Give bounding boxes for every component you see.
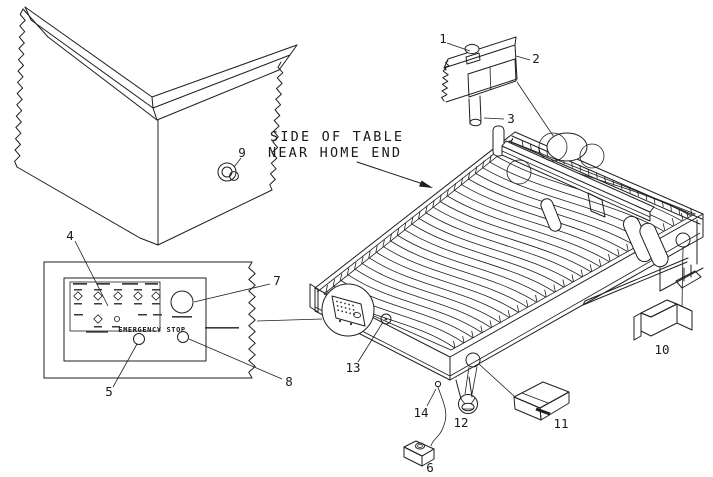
leveling-foot-12 — [458, 394, 478, 414]
table-slat — [489, 161, 665, 232]
note-line-1: SIDE OF TABLE — [270, 129, 404, 145]
note-arrow-head-icon — [419, 180, 433, 188]
table-slat — [383, 246, 528, 308]
emergency-stop-label: EMERGENCY STOP — [118, 326, 185, 334]
front-leg — [455, 376, 473, 400]
cutting-table-drawing — [309, 125, 704, 467]
connector-plate — [331, 295, 366, 327]
connector-pins — [336, 300, 356, 316]
ground-rail-strip — [582, 257, 689, 306]
callout-11-label: 11 — [553, 416, 568, 431]
callout-9-label: 9 — [238, 145, 246, 160]
callout-10-label: 10 — [654, 342, 669, 357]
table-slat — [404, 229, 556, 293]
stop-block-6 — [403, 440, 435, 467]
callout-8-label: 8 — [285, 374, 293, 389]
table-slat — [454, 189, 619, 257]
bracket-10 — [633, 299, 693, 341]
callout-5-label: 5 — [105, 384, 113, 399]
gantry-left-post — [492, 125, 505, 157]
note-annotation: SIDE OF TABLE NEAR HOME END — [268, 129, 433, 188]
callout-1-label: 1 — [439, 31, 447, 46]
note-arrow-shaft — [356, 161, 427, 186]
callout-4-label: 4 — [66, 228, 74, 243]
rail-clamp-detail — [441, 36, 557, 141]
carriage-mark-circle — [579, 143, 605, 169]
port-13-icon — [380, 313, 392, 325]
fitting-14 — [430, 380, 447, 447]
leader-lines — [74, 42, 684, 407]
table-slat — [432, 206, 592, 273]
callout-14-label: 14 — [413, 405, 428, 420]
table-slat — [418, 218, 574, 283]
table-slat — [362, 263, 501, 323]
callout-2-label: 2 — [532, 51, 540, 66]
table-slat — [411, 223, 565, 288]
callout-6-label: 6 — [426, 460, 434, 475]
table-slat — [447, 195, 610, 263]
carriage-mark-circle — [538, 132, 568, 162]
cable — [430, 386, 447, 447]
locating-pin-3 — [468, 95, 482, 127]
table-slat — [354, 268, 492, 329]
frame-hole-front — [465, 352, 481, 368]
slat-tabs-front-edge — [453, 207, 693, 349]
bracket-11 — [513, 381, 570, 421]
knob-7-icon — [170, 290, 194, 314]
corner-panel-drawing — [14, 6, 298, 246]
callout-12-label: 12 — [453, 415, 468, 430]
button-5-icon — [133, 333, 145, 345]
callout-13-label: 13 — [345, 360, 360, 375]
table-slat — [347, 274, 483, 334]
control-panel-drawing: EMERGENCY STOP — [43, 261, 256, 379]
table-slat — [369, 257, 510, 318]
beam-bracket — [587, 192, 606, 218]
detail-leader-line — [516, 81, 557, 141]
clamp-knob-1-icon — [464, 43, 481, 65]
table-slat — [390, 240, 537, 303]
gantry-rail — [508, 135, 703, 225]
table-slat — [397, 235, 546, 298]
panel-micro-labels — [73, 283, 239, 333]
indicator-lights — [73, 291, 161, 324]
knob-9-icon — [217, 162, 239, 182]
slide-shoe-right — [639, 222, 669, 268]
clamp-plate-2 — [467, 58, 517, 98]
note-line-2: NEAR HOME END — [268, 145, 402, 161]
button-8-icon — [177, 331, 189, 343]
detail-circle — [321, 283, 375, 337]
table-slat — [461, 184, 628, 252]
right-foot — [675, 270, 702, 289]
slide-shoe-left — [540, 198, 562, 232]
table-slat — [440, 201, 601, 268]
rail-mark-circle — [506, 159, 532, 185]
callout-7-label: 7 — [273, 273, 281, 288]
callout-3-label: 3 — [507, 111, 515, 126]
connector-panel-detail — [321, 283, 375, 337]
callout-labels: 1 2 3 4 5 6 7 8 9 10 11 12 13 14 — [66, 31, 669, 475]
gantry-assembly — [492, 125, 669, 268]
table-slat — [425, 212, 583, 278]
table-slat — [376, 251, 519, 313]
